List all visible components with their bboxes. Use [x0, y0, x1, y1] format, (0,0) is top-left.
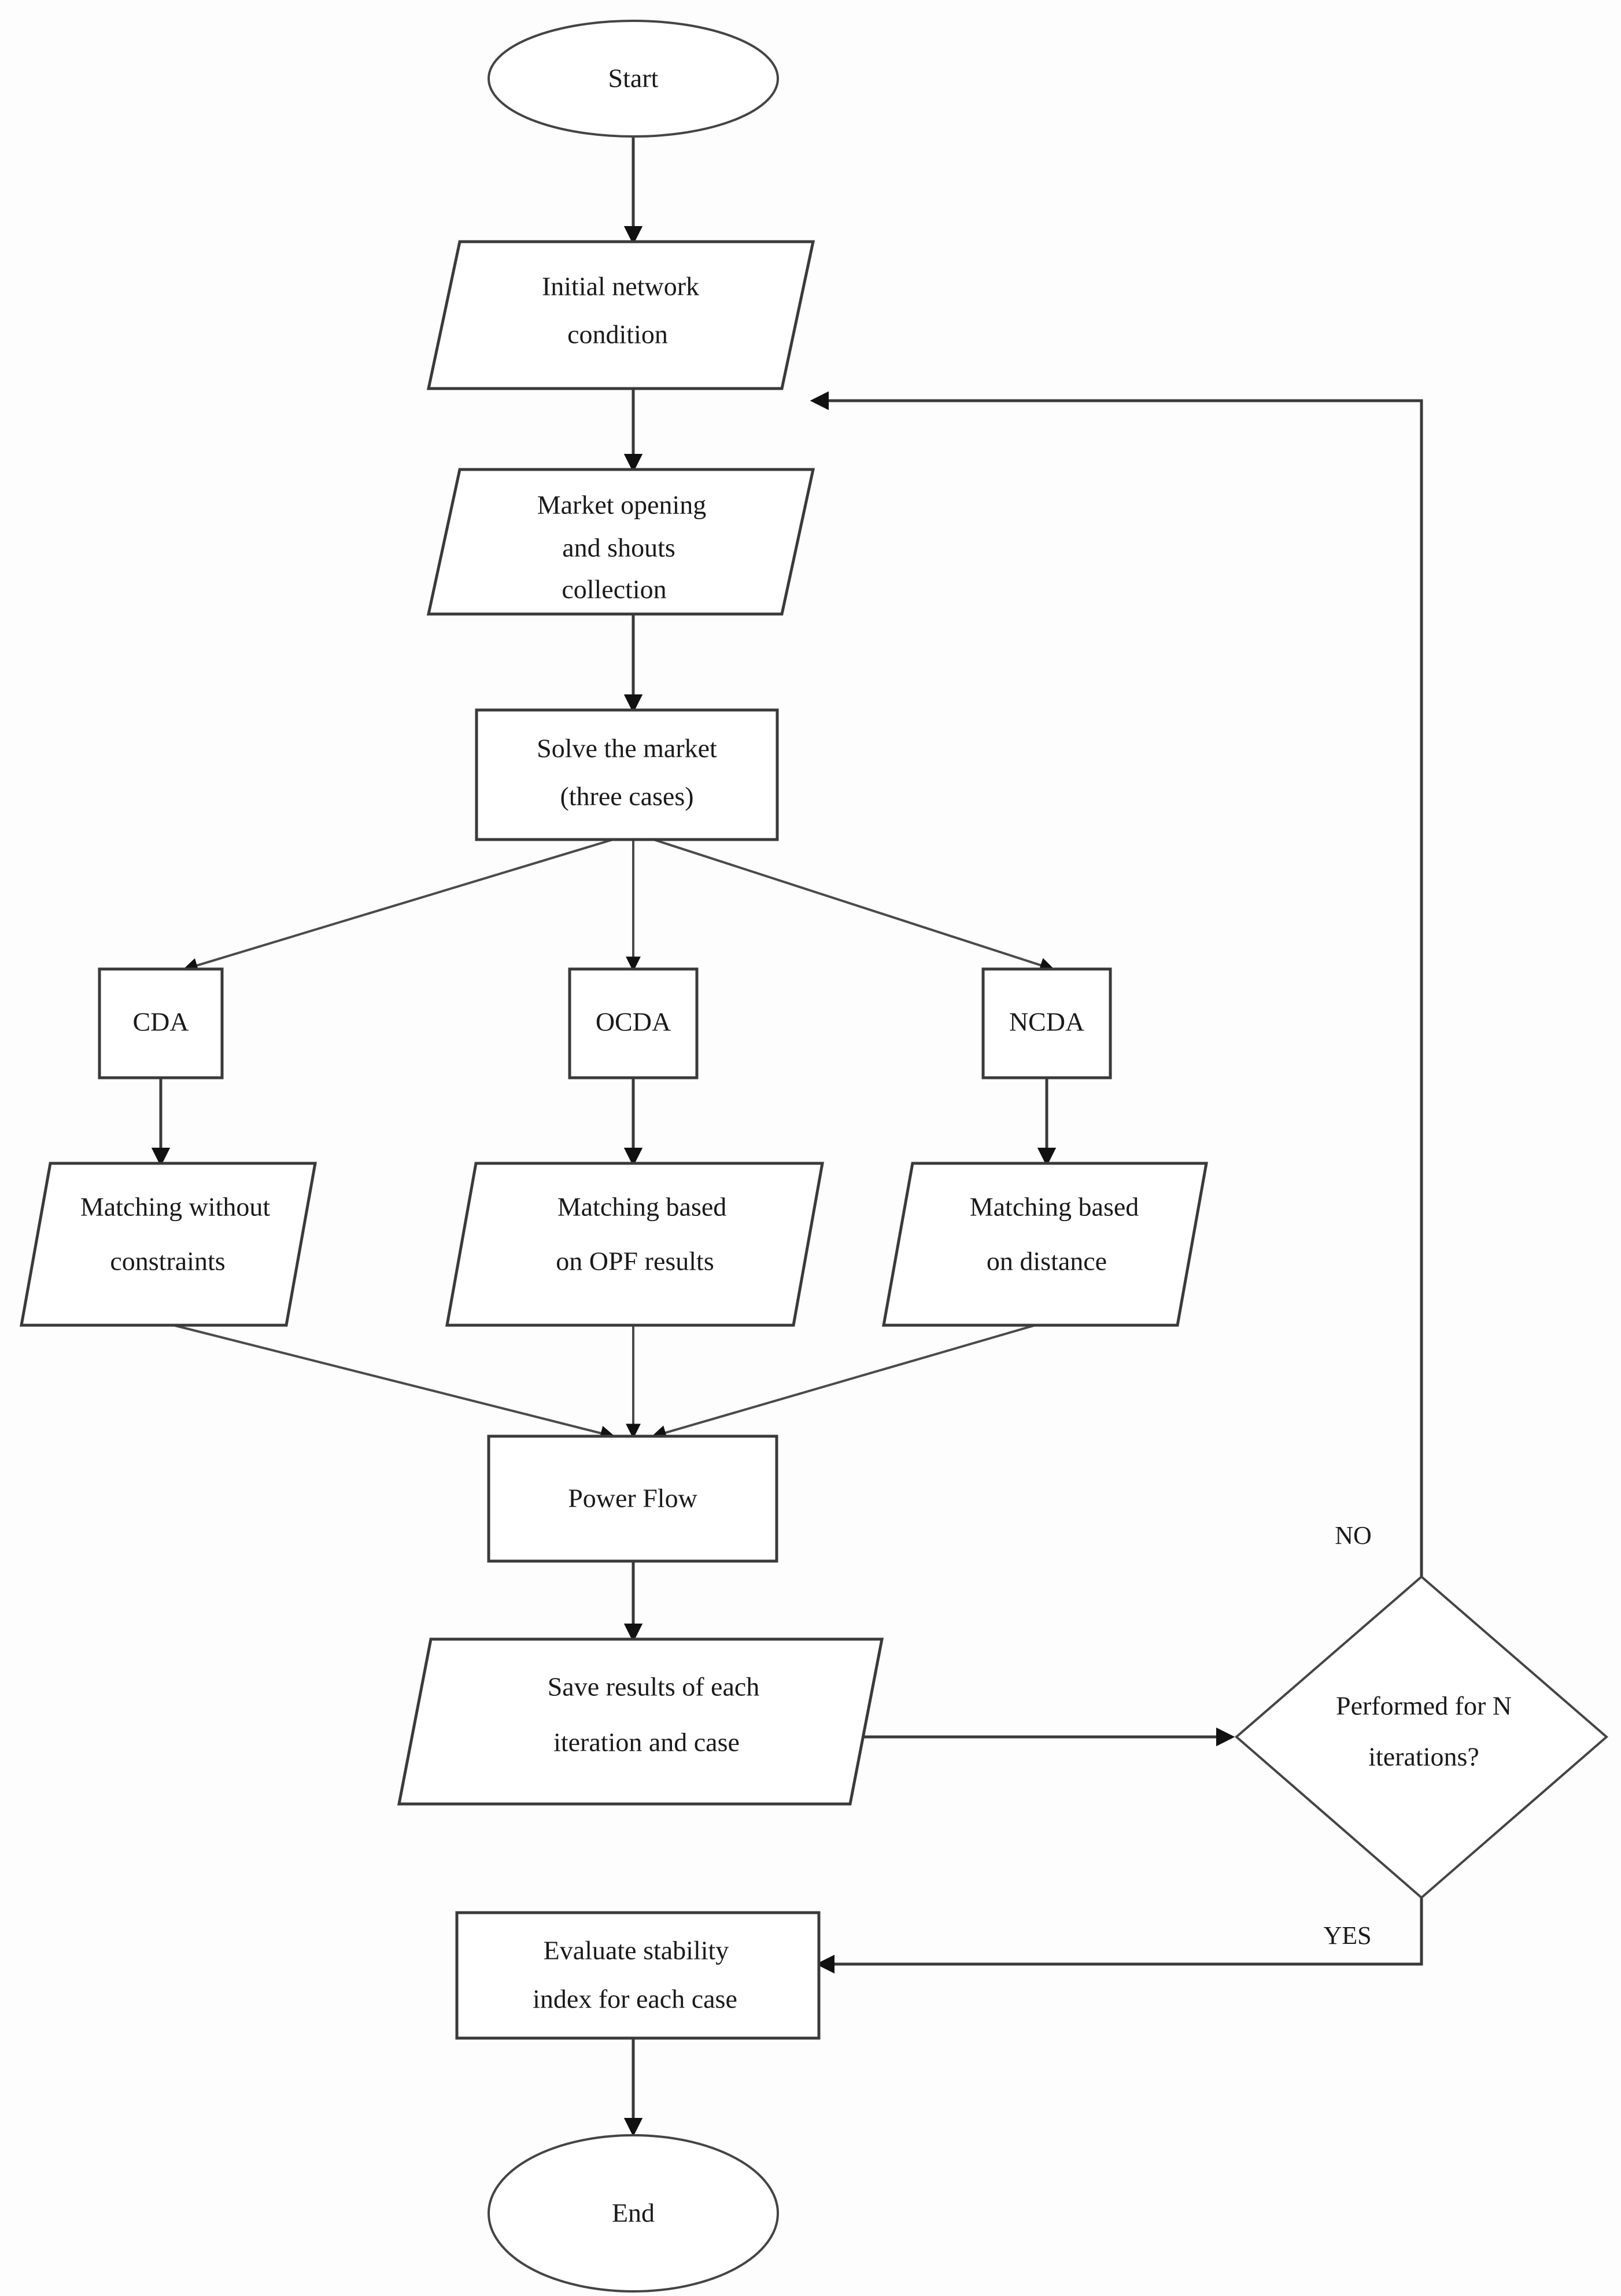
node-ocda-label: OCDA [596, 1007, 671, 1037]
node-save-results-label-line1: Save results of each [548, 1672, 760, 1702]
node-initial-network-condition-label-line1: Initial network [542, 272, 699, 301]
node-save-results[interactable]: Save results of each iteration and case [397, 1637, 884, 1806]
node-decision-iterations[interactable]: Performed for N iterations? [1234, 1575, 1609, 1899]
node-market-opening-label-line3: collection [562, 575, 666, 604]
node-initial-network-condition[interactable]: Initial network condition [426, 240, 815, 390]
node-market-opening-label-line2: and shouts [562, 533, 675, 563]
node-decision-iterations-label-line1: Performed for N [1336, 1691, 1512, 1721]
node-evaluate-stability-label-line2: index for each case [533, 1984, 737, 2014]
node-start-label: Start [608, 64, 659, 93]
node-start[interactable]: Start [488, 20, 779, 138]
node-solve-market[interactable]: Solve the market (three cases) [475, 708, 779, 841]
node-solve-market-label-line2: (three cases) [560, 782, 693, 811]
node-ncda-label: NCDA [1009, 1007, 1084, 1037]
node-matching-opf[interactable]: Matching based on OPF results [445, 1162, 824, 1327]
node-power-flow[interactable]: Power Flow [487, 1434, 778, 1563]
node-matching-distance-label-line2: on distance [987, 1247, 1107, 1276]
node-evaluate-stability[interactable]: Evaluate stability index for each case [455, 1911, 821, 2040]
node-end-label: End [612, 2198, 655, 2228]
edge-decision-yes-to-evaluate [815, 1898, 1423, 1974]
node-matching-without-constraints[interactable]: Matching without constraints [20, 1162, 317, 1327]
edge-label-yes: YES [1323, 1921, 1371, 1950]
node-matching-distance-label-line1: Matching based [970, 1192, 1139, 1222]
node-ocda[interactable]: OCDA [568, 967, 699, 1079]
node-matching-distance[interactable]: Matching based on distance [882, 1162, 1208, 1327]
node-decision-iterations-label-line2: iterations? [1368, 1742, 1479, 1772]
node-matching-without-constraints-label-line2: constraints [110, 1247, 225, 1276]
node-matching-without-constraints-label-line1: Matching without [80, 1192, 271, 1222]
node-matching-opf-label-line2: on OPF results [556, 1247, 714, 1276]
node-ncda[interactable]: NCDA [981, 967, 1112, 1079]
node-end[interactable]: End [488, 2134, 779, 2293]
edge-solve-to-cda [182, 838, 614, 973]
edge-decision-no-to-initial [810, 391, 1423, 1577]
node-power-flow-label: Power Flow [568, 1484, 697, 1513]
edge-matching-without-constraints-to-power-flow [173, 1324, 616, 1441]
node-save-results-label-line2: iteration and case [553, 1728, 740, 1757]
node-initial-network-condition-label-line2: condition [567, 320, 668, 349]
node-evaluate-stability-label-line1: Evaluate stability [544, 1936, 729, 1965]
edge-label-no: NO [1335, 1521, 1372, 1550]
node-cda-label: CDA [132, 1007, 189, 1037]
node-solve-market-label-line1: Solve the market [537, 734, 717, 763]
node-market-opening-label-line1: Market opening [537, 490, 707, 520]
node-cda[interactable]: CDA [98, 967, 224, 1079]
edge-solve-to-ncda [653, 838, 1055, 973]
edge-matching-distance-to-power-flow [651, 1324, 1036, 1440]
node-market-opening[interactable]: Market opening and shouts collection [426, 468, 815, 616]
node-matching-opf-label-line1: Matching based [557, 1192, 727, 1222]
